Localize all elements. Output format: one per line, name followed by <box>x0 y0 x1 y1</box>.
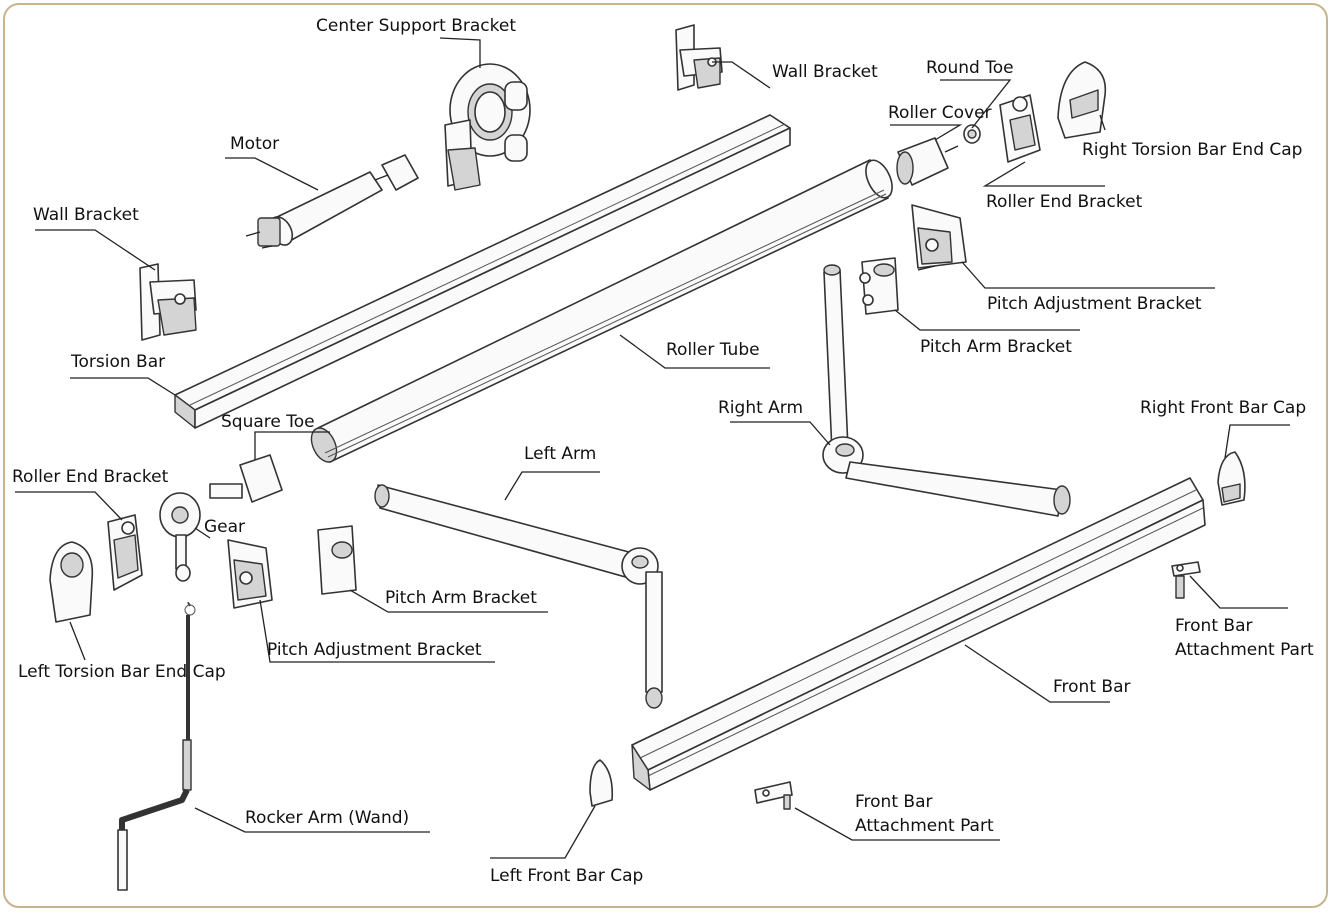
label-right-front-bar-cap: Right Front Bar Cap <box>1140 398 1307 418</box>
torsion-bar-part <box>174 114 791 429</box>
label-motor: Motor <box>230 134 280 154</box>
label-front-bar-attachment-right-line1: Front Bar <box>1175 616 1253 636</box>
gear-part <box>159 492 201 582</box>
label-roller-end-bracket-right: Roller End Bracket <box>986 192 1143 212</box>
label-center-support-bracket: Center Support Bracket <box>316 16 517 36</box>
rocker-arm-part <box>117 602 196 891</box>
front-bar-attachment-bottom-part <box>754 781 793 810</box>
leader-lines <box>15 37 1290 859</box>
right-front-bar-cap-part <box>1217 451 1246 506</box>
pitch-adjustment-bracket-left-part <box>227 539 273 609</box>
label-wall-bracket-left: Wall Bracket <box>33 205 139 225</box>
label-round-toe: Round Toe <box>926 58 1014 78</box>
left-torsion-bar-end-cap-part <box>49 541 94 623</box>
label-left-front-bar-cap: Left Front Bar Cap <box>490 866 644 886</box>
label-roller-end-bracket-left: Roller End Bracket <box>12 467 169 487</box>
label-gear: Gear <box>204 517 246 537</box>
square-toe-part <box>209 454 283 503</box>
pitch-arm-bracket-right-part <box>859 257 899 315</box>
label-roller-cover: Roller Cover <box>888 103 992 123</box>
center-support-bracket-part <box>444 63 531 191</box>
label-rocker-arm: Rocker Arm (Wand) <box>245 808 410 828</box>
roller-end-bracket-right-part <box>999 94 1041 163</box>
diagram-frame <box>3 3 1328 908</box>
left-front-bar-cap-part <box>589 759 614 807</box>
label-front-bar: Front Bar <box>1053 677 1131 697</box>
label-left-arm: Left Arm <box>524 444 597 464</box>
right-torsion-bar-end-cap-part <box>1057 61 1107 139</box>
label-front-bar-attachment-bottom-line2: Attachment Part <box>855 816 994 836</box>
roller-tube-part <box>310 159 893 463</box>
roller-cover-part <box>896 137 959 186</box>
label-right-torsion-bar-end-cap: Right Torsion Bar End Cap <box>1082 140 1303 160</box>
label-front-bar-attachment-right-line2: Attachment Part <box>1175 640 1314 660</box>
right-arm-part <box>822 264 1071 517</box>
pitch-arm-bracket-left-part <box>317 525 357 595</box>
label-left-torsion-bar-end-cap: Left Torsion Bar End Cap <box>18 662 226 682</box>
label-front-bar-attachment-bottom-line1: Front Bar <box>855 792 933 812</box>
label-wall-bracket-top: Wall Bracket <box>772 62 878 82</box>
pitch-adjustment-bracket-right-part <box>911 204 967 271</box>
label-pitch-arm-bracket-right: Pitch Arm Bracket <box>920 337 1072 357</box>
round-toe-part <box>963 124 981 144</box>
label-roller-tube: Roller Tube <box>666 340 760 360</box>
label-right-arm: Right Arm <box>718 398 804 418</box>
wall-bracket-left-part <box>139 263 197 341</box>
front-bar-part <box>631 477 1206 791</box>
roller-end-bracket-left-part <box>107 514 143 591</box>
label-pitch-adjustment-bracket-right: Pitch Adjustment Bracket <box>987 294 1202 314</box>
wall-bracket-top-part <box>675 24 723 91</box>
label-torsion-bar: Torsion Bar <box>71 352 166 372</box>
label-square-toe: Square Toe <box>221 412 315 432</box>
label-pitch-arm-bracket-left: Pitch Arm Bracket <box>385 588 537 608</box>
label-pitch-adjustment-bracket-left: Pitch Adjustment Bracket <box>267 640 482 660</box>
front-bar-attachment-right-part <box>1171 561 1201 599</box>
motor-part <box>245 154 419 249</box>
left-arm-part <box>374 484 663 709</box>
